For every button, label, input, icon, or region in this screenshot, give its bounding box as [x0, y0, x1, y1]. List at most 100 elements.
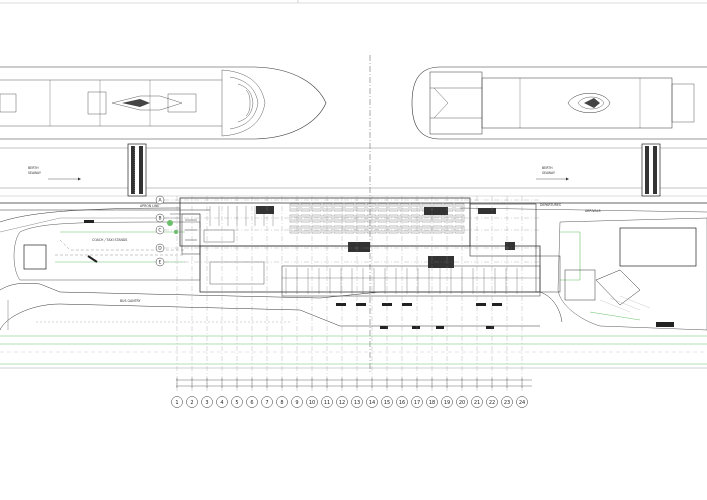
column-bubble: [486, 396, 498, 408]
column-bubble-label: 18: [429, 400, 435, 406]
column-bubble-label: 3: [205, 400, 208, 406]
berth-label-left: BERTH: [28, 166, 39, 170]
column-bubble-label: 1: [175, 400, 178, 406]
column-bubble-label: 24: [519, 400, 525, 406]
seating-cell: [410, 203, 421, 212]
dimension-strip: [176, 379, 532, 387]
row-bubble: [155, 243, 165, 253]
seating-cell: [333, 225, 344, 234]
seating-cell: [311, 214, 322, 223]
seating-cell: [410, 214, 421, 223]
column-bubble: [501, 396, 513, 408]
column-bubble: [381, 396, 393, 408]
column-bubble-label: 12: [339, 400, 345, 406]
row-bubble: [155, 225, 165, 235]
right-forecourt: [557, 217, 707, 331]
column-bubble-label: 8: [280, 400, 283, 406]
seating-cell: [443, 225, 454, 234]
seating-cell: [421, 225, 432, 234]
seating-cell: [344, 203, 355, 212]
column-bubble: [456, 396, 468, 408]
seating-cell: [366, 214, 377, 223]
column-bubble: [306, 396, 318, 408]
column-bubble-label: 2: [190, 400, 193, 406]
column-bubble: [396, 396, 408, 408]
column-bubble-label: 11: [324, 400, 330, 406]
row-bubble: [155, 195, 165, 205]
column-bubble: [246, 396, 258, 408]
column-bubble: [426, 396, 438, 408]
seating-cell: [289, 214, 300, 223]
column-bubble-label: 21: [474, 400, 480, 406]
column-bubble: [441, 396, 453, 408]
column-bubble: [471, 396, 483, 408]
seating-cell: [366, 225, 377, 234]
column-bubble: [366, 396, 378, 408]
seating-cell: [388, 225, 399, 234]
column-bubble-label: 22: [489, 400, 495, 406]
terminal-building: [179, 197, 561, 297]
bus-gantry-label: BUS GANTRY: [120, 299, 141, 303]
vehicle-markers: [336, 303, 674, 329]
column-bubble-label: 9: [295, 400, 298, 406]
seating-cell: [300, 214, 311, 223]
terminal-left-core: [181, 213, 265, 285]
column-bubble: [201, 396, 213, 408]
seating-cell: [377, 203, 388, 212]
seating-cell: [300, 225, 311, 234]
berth-lines: [0, 147, 707, 204]
row-bubble-label: B: [158, 216, 161, 222]
seating-cell: [399, 214, 410, 223]
column-bubble: [291, 396, 303, 408]
seating-cell: [289, 203, 300, 212]
column-bubble-label: 4: [220, 400, 223, 406]
seating-cell: [322, 225, 333, 234]
coach-area: [13, 213, 201, 281]
seating-cell: [377, 214, 388, 223]
seating-cell: [355, 225, 366, 234]
gangway-left: [127, 143, 147, 197]
seating-cell: [344, 214, 355, 223]
quay-road: [0, 207, 707, 233]
seating-cell: [432, 225, 443, 234]
seating-cell: [432, 214, 443, 223]
seating-cell: [322, 214, 333, 223]
row-bubble-label: A: [158, 198, 162, 204]
seaway-label-right: SEAWAY: [542, 171, 555, 175]
row-bubble-label: D: [158, 246, 162, 252]
seating-cell: [454, 203, 465, 212]
departures-label: DEPARTURES: [540, 203, 561, 207]
column-bubble: [171, 396, 183, 408]
arrivals-label: ARRIVALS: [585, 209, 601, 213]
seating-cell: [410, 225, 421, 234]
seating-cell: [333, 203, 344, 212]
column-bubble: [276, 396, 288, 408]
column-bubble-label: 20: [459, 400, 465, 406]
seating-cell: [289, 225, 300, 234]
column-bubble: [261, 396, 273, 408]
berth-label-right: BERTH: [542, 166, 553, 170]
row-bubble-label: C: [158, 228, 161, 234]
column-bubble: [351, 396, 363, 408]
seating-cell: [333, 214, 344, 223]
column-bubble-label: 19: [444, 400, 450, 406]
bus-gantry: [0, 283, 707, 369]
column-bubble: [321, 396, 333, 408]
seating-cell: [388, 203, 399, 212]
seating-cell: [388, 214, 399, 223]
seating-cell: [399, 203, 410, 212]
column-bubble-label: 10: [309, 400, 315, 406]
seating-cell: [454, 225, 465, 234]
column-bubble: [336, 396, 348, 408]
column-bubble: [516, 396, 528, 408]
seating-cell: [443, 214, 454, 223]
column-bubble: [411, 396, 423, 408]
column-bubble: [186, 396, 198, 408]
terminal-blocks: [256, 206, 515, 268]
seating-cell: [355, 203, 366, 212]
seating-cell: [322, 203, 333, 212]
seating-cell: [300, 203, 311, 212]
column-bubble-label: 14: [369, 400, 375, 406]
